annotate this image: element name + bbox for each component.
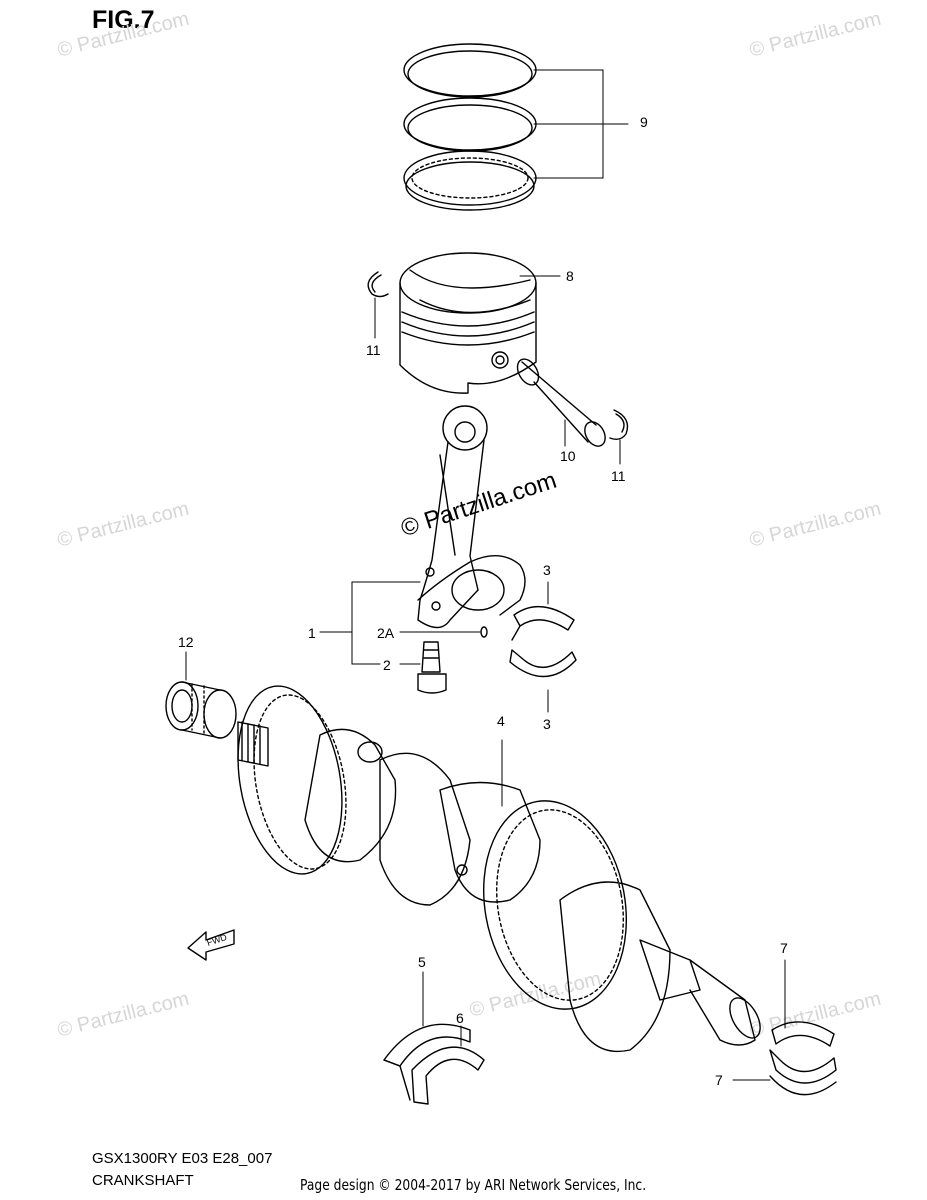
needle-bearing[interactable] [165,681,237,739]
callout-9[interactable]: 9 [640,114,648,130]
figure-title: FIG.7 [92,6,155,34]
conrod-bolt[interactable] [417,641,447,694]
circlip-right[interactable] [609,409,629,441]
leader-1-bracket [319,581,481,665]
callout-11-right[interactable]: 11 [611,468,626,484]
callout-6[interactable]: 6 [456,1010,464,1026]
callout-7-upper[interactable]: 7 [780,940,788,956]
piston[interactable] [399,252,537,394]
callout-10[interactable]: 10 [560,448,576,464]
fwd-arrow-icon: FWD [187,929,235,961]
callout-3-lower[interactable]: 3 [543,716,551,732]
connecting-rod[interactable] [417,405,526,629]
callout-2[interactable]: 2 [383,657,391,673]
callout-11-left[interactable]: 11 [366,342,381,358]
callout-7-lower[interactable]: 7 [715,1072,723,1088]
part-group-name: CRANKSHAFT [92,1172,194,1189]
piston-rings[interactable] [403,43,537,211]
copyright-notice: Page design © 2004-2017 by ARI Network S… [300,1176,647,1194]
leader-9 [533,69,629,179]
callout-12[interactable]: 12 [178,634,194,650]
crankshaft[interactable] [224,678,766,1052]
conrod-bearing-upper[interactable] [511,605,575,641]
model-code: GSX1300RY E03 E28_007 [92,1150,273,1167]
callout-5[interactable]: 5 [418,954,426,970]
piston-pin[interactable] [513,355,609,449]
main-bearing-lower[interactable] [769,1049,837,1096]
thrust-bearing-6[interactable] [411,1046,485,1105]
conrod-bearing-lower[interactable] [509,649,577,678]
callout-3-upper[interactable]: 3 [543,562,551,578]
thrust-bearing-5[interactable] [383,1023,471,1101]
callout-8[interactable]: 8 [566,268,574,284]
circlip-left[interactable] [367,271,389,298]
callout-1[interactable]: 1 [308,625,316,641]
dowel-pin[interactable] [480,626,488,638]
callout-2a[interactable]: 2A [377,625,395,641]
callout-4[interactable]: 4 [497,713,505,729]
main-bearing-upper[interactable] [771,1021,835,1047]
